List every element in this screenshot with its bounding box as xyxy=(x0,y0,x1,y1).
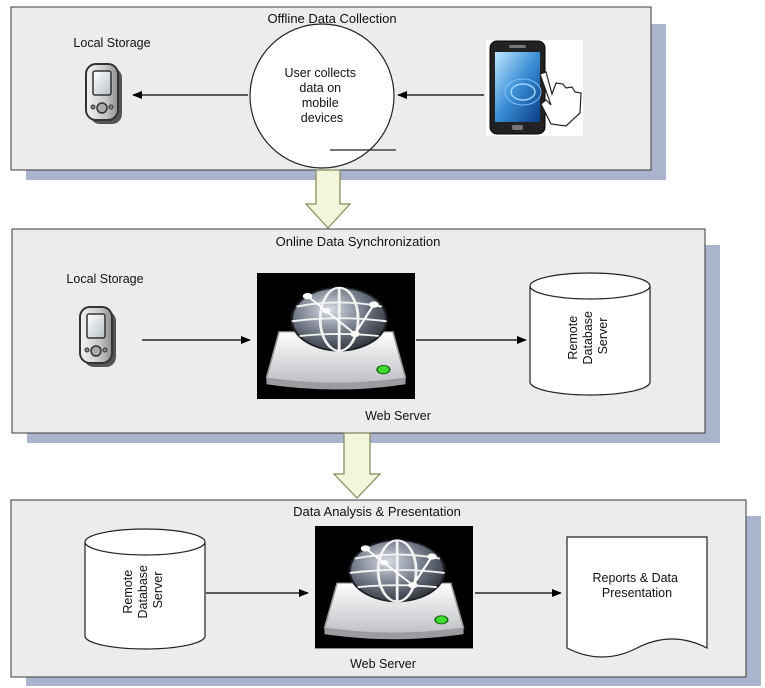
panel-title: Online Data Synchronization xyxy=(276,234,441,249)
globe-server-icon xyxy=(255,271,417,401)
web-server-label: Web Server xyxy=(350,657,416,671)
database-label-line: Remote xyxy=(566,316,580,360)
local-storage-label: Local Storage xyxy=(73,36,150,50)
process-label-line: mobile xyxy=(302,96,339,110)
pda-icon xyxy=(79,306,117,368)
database-cylinder-icon: Remote Database Server xyxy=(529,272,651,396)
connector-arrow xyxy=(332,432,382,499)
local-storage-label: Local Storage xyxy=(66,272,143,286)
panel-data-analysis-presentation: Data Analysis & Presentation Remote Data… xyxy=(10,499,761,686)
database-label: Remote Database Server xyxy=(121,562,165,619)
database-label-line: Database xyxy=(581,311,595,365)
process-circle xyxy=(249,23,395,169)
database-label-line: Server xyxy=(151,572,165,609)
database-cylinder-icon: Remote Database Server xyxy=(84,528,206,650)
document-icon: Reports & Data Presentation xyxy=(566,536,708,658)
process-label-line: User collects xyxy=(284,66,356,80)
database-label: Remote Database Server xyxy=(566,308,610,365)
database-label-line: Server xyxy=(596,318,610,355)
connector-arrow xyxy=(304,169,352,229)
pda-icon xyxy=(85,63,123,125)
database-label-line: Database xyxy=(136,565,150,619)
report-label-line: Reports & Data xyxy=(593,571,679,585)
process-label: User collects data on mobile devices xyxy=(284,66,359,125)
process-label-line: data on xyxy=(299,81,341,95)
database-label-line: Remote xyxy=(121,570,135,614)
panel-online-data-synchronization: Online Data Synchronization Local Storag… xyxy=(11,228,720,443)
report-label-line: Presentation xyxy=(602,586,672,600)
panel-offline-data-collection: Offline Data Collection Local Storage Us… xyxy=(10,6,666,180)
process-label-line: devices xyxy=(301,111,343,125)
web-server-label: Web Server xyxy=(365,409,431,423)
report-label: Reports & Data Presentation xyxy=(593,571,682,600)
smartphone-touch-icon xyxy=(486,40,583,136)
panel-title: Offline Data Collection xyxy=(267,11,396,26)
panel-title: Data Analysis & Presentation xyxy=(293,504,461,519)
globe-server-icon xyxy=(313,524,475,650)
